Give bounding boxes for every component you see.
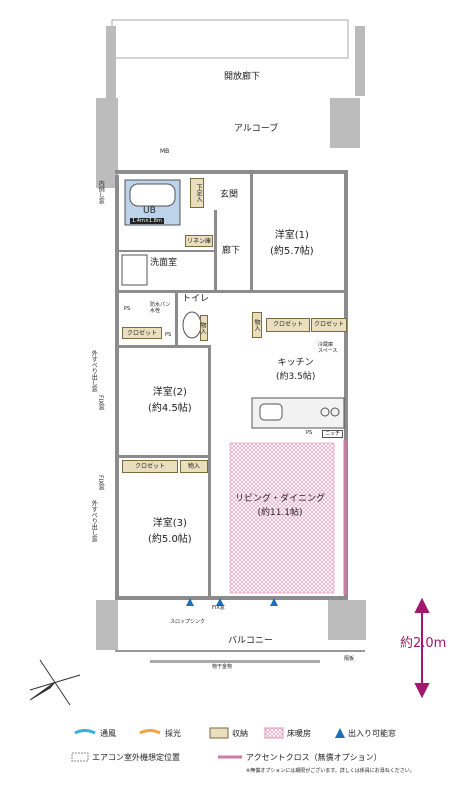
floor-heating-area <box>229 442 335 594</box>
side-window-3: 外すべり出し窓 <box>90 500 98 542</box>
storage-kitchen: 物入 <box>252 312 262 338</box>
shoe-storage: 下足入 <box>190 178 204 208</box>
living-label: リビング・ダイニング(約11.1帖) <box>235 494 326 519</box>
legend-note: ※無償オプションには期限がございます。詳しくは係員にお尋ねください。 <box>246 768 415 774</box>
ps-label-3: PS <box>306 430 313 436</box>
legend-storage: 収納 <box>232 729 248 738</box>
closet-western2: クロゼット <box>122 460 178 473</box>
closet-bath: クロゼット <box>122 327 162 339</box>
legend-ac: エアコン室外機想定位置 <box>92 753 180 762</box>
western1-label: 洋室(1)(約5.7帖) <box>270 230 314 257</box>
western2-label: 洋室(2)(約4.5帖) <box>148 387 192 414</box>
kitchen-label: キッチン(約3.5帖) <box>276 358 316 383</box>
floor-heating-legend-icon <box>264 727 284 739</box>
toilet-label: トイレ <box>182 294 210 304</box>
legend-floor-heating: 床暖房 <box>287 729 311 738</box>
fridge-label: 冷蔵庫 スペース <box>318 342 338 354</box>
legend-daylight: 採光 <box>165 729 181 738</box>
ps-label-2: PS <box>165 332 172 338</box>
storage-legend-icon <box>209 727 229 739</box>
legend-ventilation: 通風 <box>100 729 116 738</box>
slop-sink-label: スロップシンク <box>170 619 206 625</box>
walls <box>115 170 348 600</box>
corridor-outline <box>111 19 349 59</box>
legend-window: 出入り可能窓 <box>348 729 396 738</box>
fix-window-left-2: FIX窓 <box>97 475 105 491</box>
height-label: 約2.0m <box>400 636 447 651</box>
wall-right-top <box>330 98 360 148</box>
wall-left-top <box>96 98 118 188</box>
hallway-label: 廊下 <box>222 246 241 256</box>
closet-western1-b: クロゼット <box>311 318 347 332</box>
ub-label: UB <box>143 206 156 216</box>
toilet-storage: 物入 <box>199 315 208 341</box>
partition-label: 隔板 <box>344 656 355 662</box>
fix-window-label: FIX窓 <box>212 605 225 611</box>
corridor-label: 開放廊下 <box>224 72 261 82</box>
alcove-label: アルコーブ <box>234 124 279 134</box>
window-markers <box>186 598 278 606</box>
ps-label-1: PS <box>124 306 131 312</box>
legend-accent: アクセントクロス（無償オプション） <box>246 753 382 762</box>
ub-size-label: 1.4m×1.8m <box>130 218 164 224</box>
height-arrow <box>414 597 430 699</box>
compass-icon <box>29 659 81 706</box>
linen-storage: リネン庫 <box>185 235 213 247</box>
side-window-1: 内倒し窓 <box>97 180 105 204</box>
laundry-label: 物干金物 <box>212 664 233 670</box>
side-window-2: 外すべり出し窓 <box>90 350 98 392</box>
entrance-label: 玄関 <box>220 190 239 200</box>
storage-western2: 物入 <box>180 460 208 473</box>
waterproof-pan-label: 防水パン 水栓 <box>150 302 171 314</box>
balcony-label: バルコニー <box>228 636 273 646</box>
window-legend-icon <box>335 728 345 738</box>
washroom-label: 洗面室 <box>150 258 178 268</box>
fix-window-left-1: FIX窓 <box>97 395 105 411</box>
mb-label: MB <box>160 148 170 155</box>
daylight-icon <box>139 729 161 735</box>
niche-label: ニッチ <box>322 430 344 438</box>
western3-label: 洋室(3)(約5.0帖) <box>148 518 192 545</box>
ventilation-icon <box>74 729 96 735</box>
ac-legend-icon <box>71 752 89 762</box>
closet-western1-a: クロゼット <box>266 318 310 332</box>
